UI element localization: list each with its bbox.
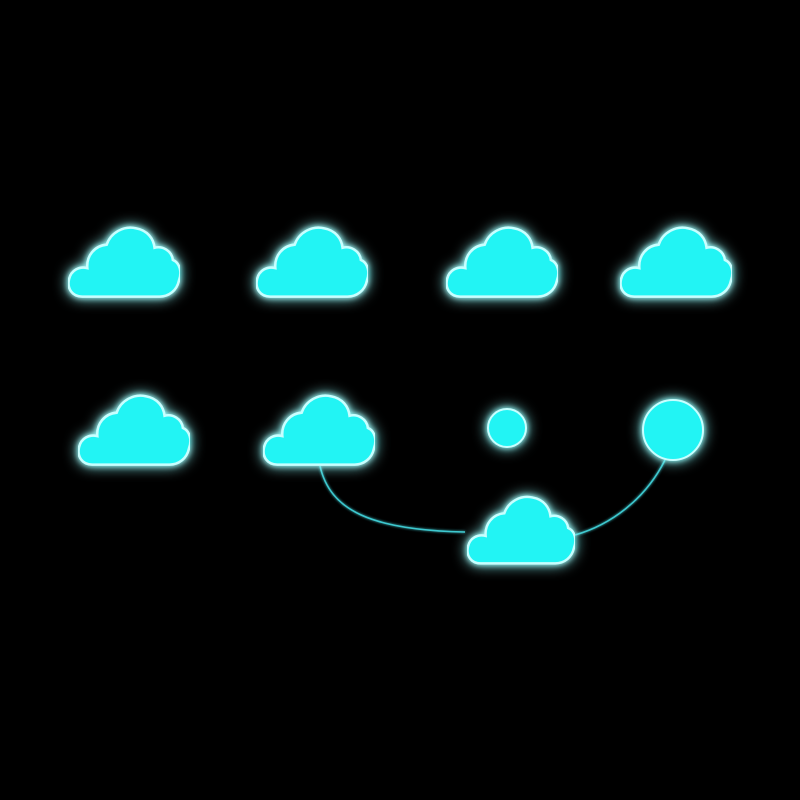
- junction-small-circle-icon: [487, 408, 527, 448]
- cloud-r1-3-cloud-icon: [446, 226, 558, 298]
- cloud-r1-2-cloud-icon: [256, 226, 368, 298]
- edge-junction-large-to-cloud-bottom: [574, 459, 666, 536]
- cloud-r1-4-cloud-icon: [620, 226, 732, 298]
- nodes-layer: [68, 226, 732, 565]
- connections-layer: [126, 265, 677, 536]
- edge-cloud-r2-2-to-cloud-bottom: [319, 465, 466, 533]
- cloud-bottom-cloud-icon: [467, 495, 575, 565]
- cloud-r2-1-cloud-icon: [78, 394, 190, 466]
- junction-large-circle-icon: [642, 399, 704, 461]
- cloud-r2-2-cloud-icon: [263, 394, 375, 466]
- cloud-r1-1-cloud-icon: [68, 226, 180, 298]
